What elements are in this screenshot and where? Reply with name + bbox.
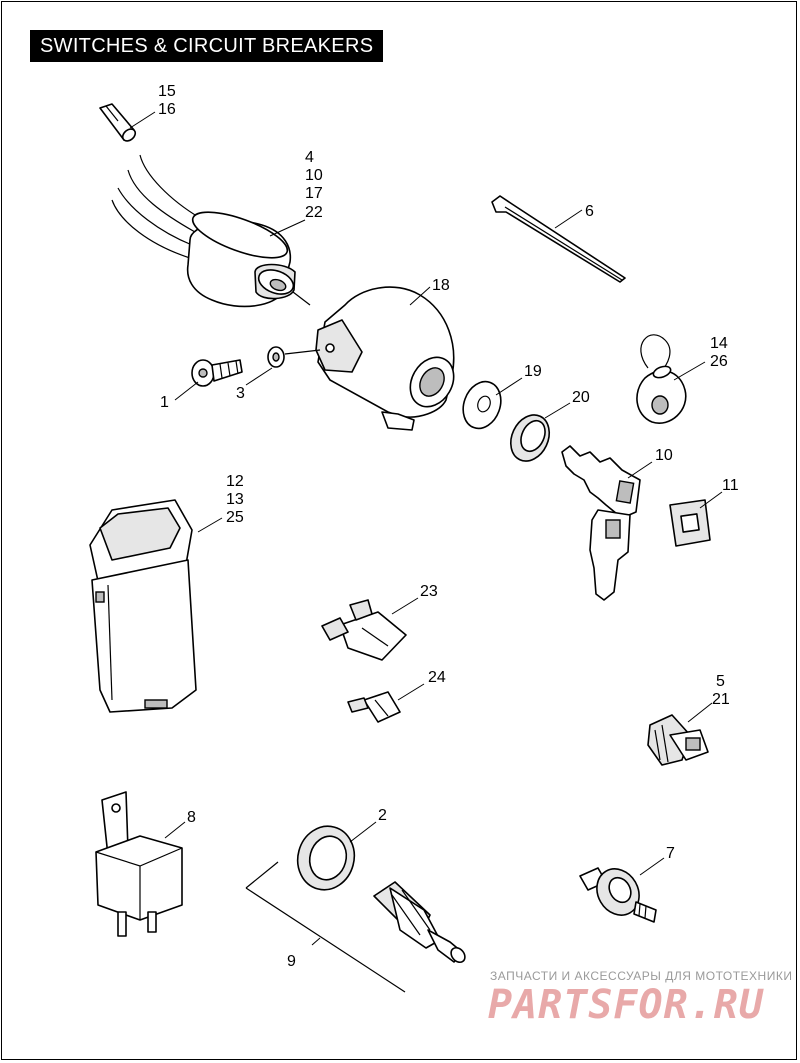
leader-lines: [129, 111, 723, 876]
watermark-logo: PARTSFOR.RU: [488, 982, 764, 1028]
callout-5: 5: [716, 673, 725, 690]
callout-2: 2: [378, 807, 387, 824]
callout-7: 7: [666, 845, 675, 862]
part-neutral-switch: [373, 881, 466, 964]
callout-19: 19: [524, 363, 542, 380]
callout-21: 21: [712, 691, 730, 708]
part-stud-switch: [579, 867, 657, 923]
part-relay: [95, 791, 183, 937]
part-maxi-fuse: [321, 599, 407, 661]
part-ring-nut: [509, 414, 551, 462]
callout-18: 18: [432, 277, 450, 294]
callout-6: 6: [585, 203, 594, 220]
part-tag: [669, 499, 711, 547]
part-ignition-switch: [111, 154, 311, 308]
callout-8: 8: [187, 809, 196, 826]
part-circuit-breaker: [89, 499, 197, 713]
callout-1: 1: [160, 394, 169, 411]
callout-15: 15: [158, 83, 176, 100]
part-key-fob: [636, 334, 687, 424]
callout-25: 25: [226, 509, 244, 526]
callout-10: 10: [305, 167, 323, 184]
callout-13: 13: [226, 491, 244, 508]
part-keys: [561, 445, 641, 601]
part-mini-fuse: [347, 691, 401, 723]
callout-11: 11: [722, 477, 739, 494]
callout-26: 26: [710, 353, 728, 370]
callout-23: 23: [420, 583, 438, 600]
callout-20: 20: [572, 389, 590, 406]
callout-17: 17: [305, 185, 323, 202]
bracket-9: [245, 861, 406, 993]
callout-9: 9: [287, 953, 296, 970]
callouts: 15 16 4 10 17 22 6 18 14 26 1 3 19 20 10…: [158, 83, 739, 970]
callout-3: 3: [236, 385, 245, 402]
callout-14: 14: [710, 335, 728, 352]
part-washer: [267, 346, 321, 368]
callout-12: 12: [226, 473, 244, 490]
watermark-tagline: ЗАПЧАСТИ И АКСЕССУАРЫ ДЛЯ МОТОТЕХНИКИ: [490, 969, 793, 983]
page-title: SWITCHES & CIRCUIT BREAKERS: [30, 30, 384, 62]
part-switch-housing: [315, 286, 455, 431]
part-screw: [191, 359, 243, 387]
callout-22: 22: [305, 204, 323, 221]
part-plate: [462, 380, 502, 430]
part-pressure-switch: [647, 714, 709, 766]
part-fuse: [99, 103, 137, 142]
part-gasket: [296, 825, 356, 891]
callout-10-key: 10: [655, 447, 673, 464]
callout-4: 4: [305, 149, 314, 166]
part-cable-tie: [491, 195, 626, 283]
callout-16: 16: [158, 101, 176, 118]
callout-24: 24: [428, 669, 446, 686]
